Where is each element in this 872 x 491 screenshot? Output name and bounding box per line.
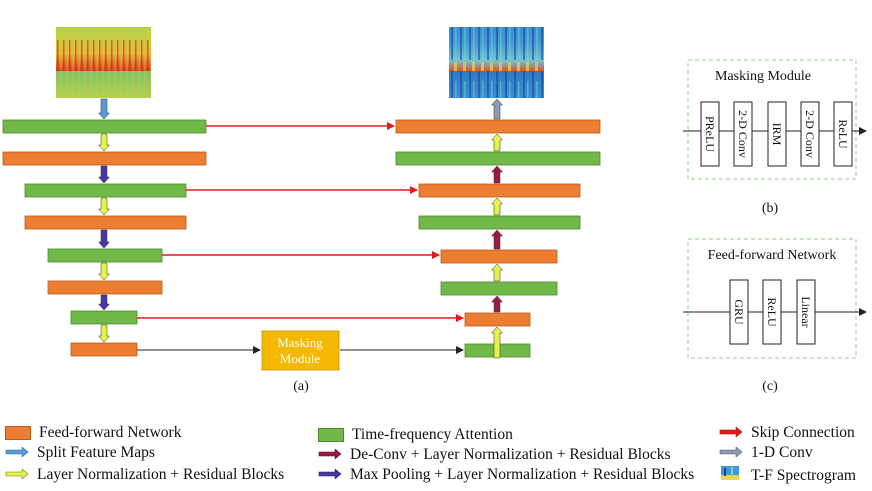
layer-norm-arrow-decoder-3 (490, 263, 504, 282)
feed-forward-block-3 (796, 279, 816, 345)
maxpool-arrow-encoder-2 (97, 229, 111, 249)
panel-b-frame (687, 59, 857, 180)
masking-module-block-5 (833, 101, 853, 167)
encoder-tfa-bar-2 (24, 183, 187, 198)
legend-layer-norm-residual-label: Layer Normalization + Residual Blocks (37, 466, 285, 483)
decoder-ffn-bar-4 (464, 312, 531, 327)
legend-deconv-label: De-Conv + Layer Normalization + Residual… (350, 446, 671, 463)
panel-b-title: Masking Module (715, 69, 811, 84)
encoder-tfa-bar-4 (70, 310, 138, 325)
split-arrow-encoder (97, 98, 111, 120)
masking-module-block-label-1: PReLU (703, 116, 717, 152)
encoder-ffn-bar-2 (24, 215, 187, 230)
maxpool-arrow-encoder-3 (97, 294, 111, 311)
layer-norm-arrow-icon (5, 466, 29, 484)
masking-module-block-4 (800, 101, 820, 167)
masking-module-block-label-5: ReLU (836, 119, 850, 149)
legend-split-feature-maps: Split Feature Maps (5, 444, 155, 462)
input-spectrogram (56, 27, 151, 98)
legend-tf-spectrogram: T-F Spectrogram (719, 466, 856, 485)
time-frequency-attention-swatch (318, 428, 344, 442)
encoder-ffn-bar-3 (47, 280, 163, 295)
masking-module-label-2: Module (280, 351, 321, 366)
panel-b-caption: (b) (762, 201, 779, 216)
feed-forward-block-1 (729, 279, 749, 345)
legend-deconv: De-Conv + Layer Normalization + Residual… (318, 446, 671, 464)
decoder-tfa-bar-2 (418, 215, 581, 230)
panel-c-title: Feed-forward Network (708, 248, 837, 263)
legend-layer-norm-residual: Layer Normalization + Residual Blocks (5, 466, 284, 484)
legend-tf-spectrogram-label: T-F Spectrogram (751, 466, 856, 484)
panel-c-frame (687, 238, 857, 359)
conv1d-arrow-output (490, 98, 504, 120)
output-spectrogram (449, 27, 544, 98)
encoder-tfa-bar-1 (2, 119, 207, 134)
masking-module-block-label-2: 2-D Conv (736, 110, 750, 158)
feed-forward-swatch (5, 426, 31, 440)
panel-c-caption: (c) (762, 379, 778, 394)
legend-maxpool: Max Pooling + Layer Normalization + Resi… (318, 466, 694, 484)
decoder-tfa-bar-1 (395, 151, 601, 166)
feed-forward-block-2 (762, 279, 782, 345)
legend-time-frequency-attention-label: Time-frequency Attention (352, 426, 513, 443)
deconv-arrow-decoder-3 (490, 295, 504, 313)
spectrogram-icon (719, 466, 743, 485)
maxpool-arrow-icon (318, 466, 342, 484)
feed-forward-block-label-3: Linear (799, 296, 813, 327)
masking-module-block-2 (733, 101, 753, 167)
encoder-ffn-bar-1 (2, 151, 207, 166)
conv1d-arrow-icon (719, 444, 743, 462)
decoder-ffn-bar-2 (418, 183, 581, 198)
decoder-tfa-bar-3 (440, 281, 558, 296)
legend-maxpool-label: Max Pooling + Layer Normalization + Resi… (350, 466, 695, 483)
split-arrow-icon (5, 444, 29, 462)
layer-norm-arrow-decoder-4 (490, 326, 504, 359)
deconv-arrow-decoder-2 (490, 229, 504, 250)
encoder-ffn-bar-4 (70, 342, 138, 357)
legend-skip-connection: Skip Connection (719, 424, 855, 442)
skip-connection-arrow-icon (719, 424, 743, 442)
legend-split-feature-maps-label: Split Feature Maps (37, 444, 155, 461)
deconv-arrow-icon (318, 446, 342, 464)
masking-module-block-label-3: IRM (770, 123, 784, 146)
layer-norm-arrow-encoder-3 (97, 262, 111, 281)
legend-skip-connection-label: Skip Connection (751, 424, 855, 441)
layer-norm-arrow-encoder-1 (97, 133, 111, 152)
legend-feed-forward-label: Feed-forward Network (39, 424, 182, 441)
feed-forward-block-label-1: GRU (732, 299, 746, 325)
deconv-arrow-decoder-1 (490, 165, 504, 184)
layer-norm-arrow-decoder-2 (490, 197, 504, 216)
maxpool-arrow-encoder-1 (97, 165, 111, 184)
encoder-tfa-bar-3 (47, 248, 163, 263)
layer-norm-arrow-encoder-4 (97, 324, 111, 343)
decoder-ffn-bar-3 (440, 249, 558, 264)
legend-time-frequency-attention: Time-frequency Attention (318, 426, 513, 444)
masking-module-box (261, 330, 340, 371)
decoder-ffn-bar-1 (395, 119, 601, 134)
masking-module-block-1 (700, 101, 720, 167)
masking-module-label-1: Masking (277, 335, 323, 350)
legend-feed-forward: Feed-forward Network (5, 424, 181, 442)
masking-module-block-label-4: 2-D Conv (803, 110, 817, 158)
feed-forward-block-label-2: ReLU (765, 297, 779, 327)
legend-conv1d-label: 1-D Conv (751, 444, 813, 461)
panel-a-caption: (a) (293, 379, 309, 394)
layer-norm-arrow-encoder-2 (97, 197, 111, 216)
legend-conv1d: 1-D Conv (719, 444, 813, 462)
layer-norm-arrow-decoder-1 (490, 133, 504, 152)
masking-module-block-3 (767, 101, 787, 167)
